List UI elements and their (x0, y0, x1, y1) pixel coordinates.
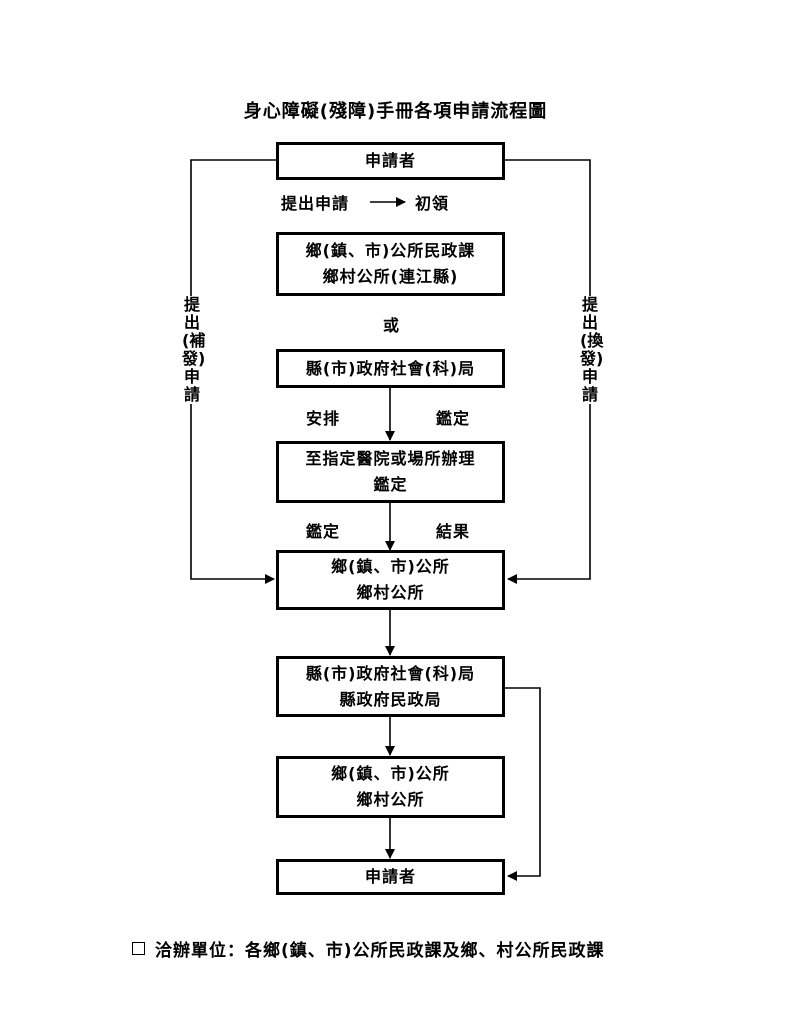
box-township-office-1-line2: 鄉村公所 (356, 583, 425, 602)
left-reissue-path (190, 159, 276, 584)
label-submit-application: 提出申請 (281, 194, 350, 213)
box-county-social-bureau-2-line1: 縣(市)政府社會(科)局 (305, 663, 476, 683)
footer-text: 洽辦單位：各鄉(鎮、市)公所民政課及鄉、村公所民政課 (155, 941, 605, 961)
side-label-reissue: 提出(補發)申請 (182, 295, 206, 404)
box-applicant-top-line1: 申請者 (364, 151, 416, 170)
label-assessment: 鑑定 (436, 409, 471, 428)
label-or: 或 (383, 316, 401, 335)
label-arrange: 安排 (306, 409, 341, 428)
box-county-social-bureau-1: 縣(市)政府社會(科)局 (276, 349, 505, 388)
box-township-civil-affairs-line1: 鄉(鎮、市)公所民政課 (305, 241, 476, 260)
footer-contact-units: 洽辦單位：各鄉(鎮、市)公所民政課及鄉、村公所民政課 (132, 936, 605, 961)
box-designated-hospital-line1: 至指定醫院或場所辦理 (305, 449, 476, 468)
box-county-social-bureau-1-line1: 縣(市)政府社會(科)局 (305, 358, 476, 378)
box-county-social-bureau-2-line2: 縣政府民政局 (339, 689, 442, 709)
label-assessment-result-right: 結果 (436, 522, 471, 541)
checkbox-icon (132, 942, 145, 955)
box-township-office-1-line1: 鄉(鎮、市)公所 (331, 557, 450, 576)
page-title: 身心障礙(殘障)手冊各項申請流程圖 (243, 101, 548, 122)
bypass-to-applicant-path (505, 687, 541, 881)
box-township-office-1: 鄉(鎮、市)公所 鄉村公所 (276, 550, 505, 610)
box-applicant-bottom-line1: 申請者 (364, 867, 416, 886)
box-county-social-bureau-2: 縣(市)政府社會(科)局 縣政府民政局 (276, 656, 505, 717)
side-label-renewal: 提出(換發)申請 (580, 295, 604, 404)
box-township-office-2-line2: 鄉村公所 (356, 790, 425, 809)
box-township-office-2-line1: 鄉(鎮、市)公所 (331, 764, 450, 783)
box-designated-hospital: 至指定醫院或場所辦理 鑑定 (276, 441, 505, 503)
box-applicant-bottom: 申請者 (276, 859, 505, 895)
right-renewal-path (505, 159, 591, 584)
box-township-civil-affairs: 鄉(鎮、市)公所民政課 鄉村公所(連江縣) (276, 232, 505, 296)
label-assessment-result-left: 鑑定 (306, 522, 341, 541)
box-township-office-2: 鄉(鎮、市)公所 鄉村公所 (276, 756, 505, 818)
box-designated-hospital-line2: 鑑定 (373, 475, 408, 494)
label-first-issue: 初領 (415, 194, 450, 213)
box-township-civil-affairs-line2: 鄉村公所(連江縣) (322, 267, 459, 286)
box-applicant-top: 申請者 (276, 142, 505, 180)
